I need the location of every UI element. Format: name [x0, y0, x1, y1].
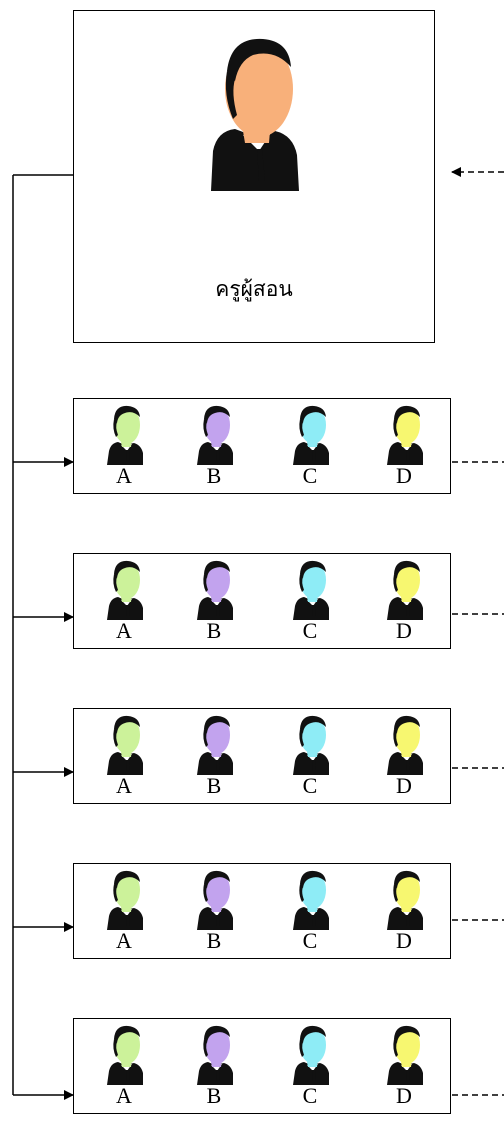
teacher-label: ครูผู้สอน — [215, 277, 293, 301]
student-member: B — [184, 868, 244, 956]
student-member: B — [184, 713, 244, 801]
student-portrait-icon — [293, 870, 329, 930]
student-portrait-icon — [107, 1025, 143, 1085]
student-member: D — [374, 868, 434, 956]
student-member: C — [280, 713, 340, 801]
student-member: B — [184, 558, 244, 646]
student-member: B — [184, 403, 244, 491]
student-portrait-icon — [387, 1025, 423, 1085]
student-portrait-icon — [387, 405, 423, 465]
student-member: C — [280, 558, 340, 646]
student-portrait-icon — [293, 405, 329, 465]
student-portrait-icon — [293, 715, 329, 775]
student-group-box: A B C D — [73, 708, 451, 804]
student-label: C — [302, 463, 318, 488]
student-portrait-icon — [387, 870, 423, 930]
student-label: B — [206, 463, 222, 488]
student-portrait-icon — [197, 715, 233, 775]
student-label: A — [116, 1083, 132, 1108]
student-portrait-icon — [197, 405, 233, 465]
student-portrait-icon — [107, 560, 143, 620]
student-label: D — [396, 463, 412, 488]
teacher-portrait-icon — [211, 38, 299, 191]
student-portrait-icon — [107, 405, 143, 465]
student-label: A — [116, 618, 132, 643]
student-group-box: A B C D — [73, 553, 451, 649]
student-member: D — [374, 403, 434, 491]
student-member: C — [280, 868, 340, 956]
student-member: B — [184, 1023, 244, 1111]
student-portrait-icon — [107, 715, 143, 775]
student-member: A — [94, 868, 154, 956]
student-member: D — [374, 713, 434, 801]
student-label: C — [302, 928, 318, 953]
student-portrait-icon — [197, 560, 233, 620]
student-portrait-icon — [387, 715, 423, 775]
student-label: C — [302, 1083, 318, 1108]
student-label: A — [116, 463, 132, 488]
student-group-box: A B C D — [73, 1018, 451, 1114]
student-label: C — [302, 773, 318, 798]
student-member: A — [94, 558, 154, 646]
student-label: D — [396, 773, 412, 798]
student-portrait-icon — [197, 1025, 233, 1085]
student-label: B — [206, 773, 222, 798]
student-label: D — [396, 1083, 412, 1108]
student-label: B — [206, 618, 222, 643]
student-member: A — [94, 403, 154, 491]
student-label: B — [206, 928, 222, 953]
student-group-box: A B C D — [73, 398, 451, 494]
student-group-box: A B C D — [73, 863, 451, 959]
student-member: C — [280, 1023, 340, 1111]
student-member: D — [374, 558, 434, 646]
student-label: D — [396, 618, 412, 643]
student-member: A — [94, 1023, 154, 1111]
student-label: C — [302, 618, 318, 643]
student-label: A — [116, 928, 132, 953]
teacher-box: ครูผู้สอน — [73, 10, 435, 343]
student-member: C — [280, 403, 340, 491]
student-member: D — [374, 1023, 434, 1111]
student-portrait-icon — [293, 560, 329, 620]
student-portrait-icon — [197, 870, 233, 930]
student-portrait-icon — [107, 870, 143, 930]
student-portrait-icon — [387, 560, 423, 620]
student-label: A — [116, 773, 132, 798]
student-member: A — [94, 713, 154, 801]
student-label: D — [396, 928, 412, 953]
student-label: B — [206, 1083, 222, 1108]
student-portrait-icon — [293, 1025, 329, 1085]
